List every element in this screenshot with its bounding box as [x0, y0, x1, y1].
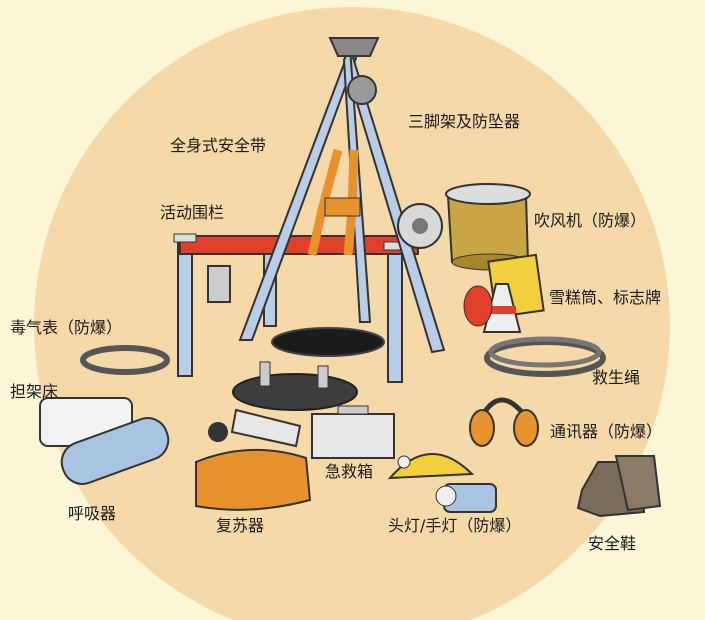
headset-icon	[469, 397, 539, 447]
manhole-cover-icon	[232, 361, 358, 411]
label-lamp: 头灯/手灯（防爆）	[388, 516, 522, 535]
label-respirator: 呼吸器	[68, 504, 117, 523]
label-first-aid: 急救箱	[325, 462, 374, 481]
cone-sign-icon	[463, 253, 545, 333]
label-stretcher: 担架床	[10, 382, 59, 401]
head-lamp-icon	[387, 453, 475, 480]
respirator-icon	[60, 417, 170, 485]
label-cones: 雪糕筒、标志牌	[549, 288, 662, 307]
label-radio: 通讯器（防爆）	[550, 422, 663, 441]
tripod-icon	[238, 37, 446, 354]
label-gas-detector: 毒气表（防爆）	[10, 318, 123, 337]
label-rope: 救生绳	[592, 368, 641, 387]
label-resuscitator: 复苏器	[216, 516, 265, 535]
winch-icon	[397, 203, 443, 249]
chain-tag-icon	[208, 408, 302, 448]
hand-lamp-icon	[435, 483, 497, 513]
resuscitator-icon	[195, 448, 312, 511]
manhole	[271, 327, 385, 357]
gas-detector-icon	[207, 265, 231, 303]
label-blower: 吹风机（防爆）	[534, 211, 647, 230]
label-shoes: 安全鞋	[588, 534, 637, 553]
background-circle	[34, 7, 670, 620]
label-barrier: 活动围栏	[160, 203, 225, 222]
label-harness: 全身式安全带	[170, 136, 267, 155]
rope-coil-icon	[80, 336, 606, 377]
first-aid-kit-icon	[311, 405, 395, 459]
label-tripod: 三脚架及防坠器	[408, 112, 521, 131]
safety-boots-icon	[576, 455, 662, 518]
harness-icon	[307, 148, 361, 256]
